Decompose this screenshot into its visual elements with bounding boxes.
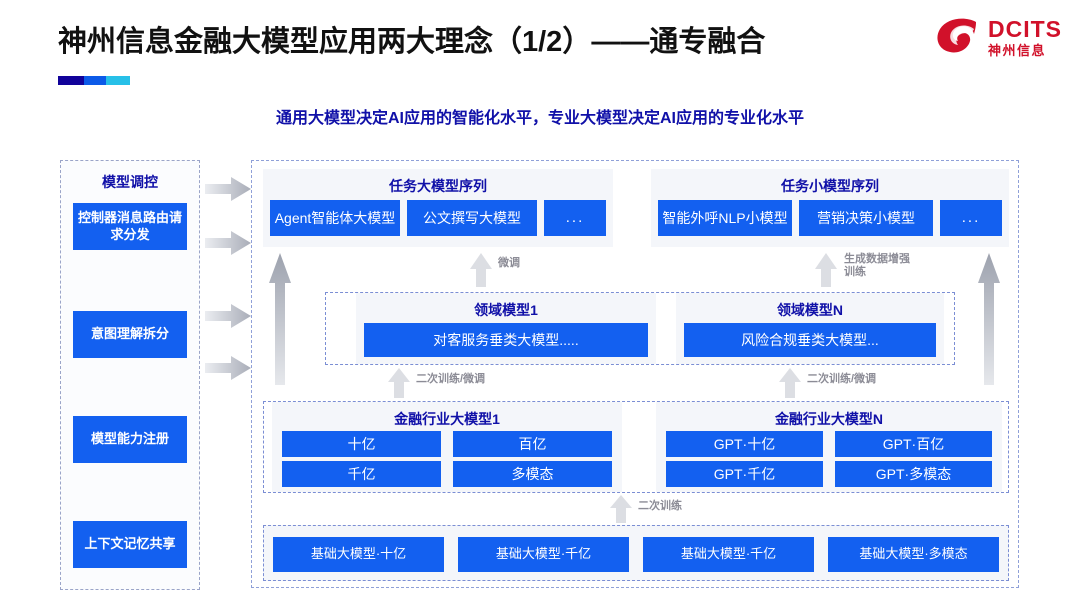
logo-text: DCITS 神州信息	[988, 15, 1062, 58]
control-item-intent-parsing[interactable]: 意图理解拆分	[73, 311, 187, 358]
domain-model-n-title: 领域模型N	[776, 302, 844, 318]
domain-model-n-item[interactable]: 风险合规垂类大模型...	[684, 323, 936, 357]
up-arrow-icon-finetune	[470, 253, 492, 287]
brand-logo: DCITS 神州信息	[935, 16, 1062, 58]
industry-1-chip-3[interactable]: 千亿	[282, 461, 441, 487]
domain-model-group: 领域模型1 对客服务垂类大模型..... 领域模型N 风险合规垂类大模型...	[325, 292, 955, 365]
page-subtitle: 通用大模型决定AI应用的智能化水平，专业大模型决定AI应用的专业化水平	[275, 110, 804, 127]
chip-outbound-nlp-small-model[interactable]: 智能外呼NLP小模型	[658, 200, 792, 236]
industry-model-1-grid: 十亿 百亿 千亿 多模态	[282, 431, 612, 487]
accent-segment-3	[105, 76, 130, 85]
industry-1-chip-2[interactable]: 百亿	[453, 431, 612, 457]
arrow-label-data-augment: 生成数据增强 训练	[844, 253, 910, 278]
arrow-label-finetune: 微调	[498, 257, 520, 269]
base-model-group: 基础大模型·十亿 基础大模型·千亿 基础大模型·千亿 基础大模型·多模态	[263, 525, 1009, 581]
base-model-chip-4[interactable]: 基础大模型·多模态	[828, 537, 999, 572]
task-small-model-sequence-title: 任务小模型序列	[781, 178, 879, 194]
accent-segment-2	[83, 76, 106, 85]
up-arrow-icon-left-tall	[269, 253, 291, 385]
up-arrow-icon-data-augment	[815, 253, 837, 287]
base-model-chip-2[interactable]: 基础大模型·千亿	[458, 537, 629, 572]
model-architecture-panel: 任务大模型序列 Agent智能体大模型 公文撰写大模型 ... 任务小模型序列 …	[251, 160, 1019, 588]
horizontal-arrow-group	[205, 160, 251, 588]
chip-more-large-models[interactable]: ...	[544, 200, 606, 236]
industry-model-n-title: 金融行业大模型N	[774, 411, 884, 427]
swirl-icon	[937, 18, 976, 53]
industry-1-chip-4[interactable]: 多模态	[453, 461, 612, 487]
up-arrow-icon-retrain	[610, 495, 632, 523]
task-large-model-sequence-title: 任务大模型序列	[389, 178, 487, 194]
domain-model-1-item[interactable]: 对客服务垂类大模型.....	[364, 323, 648, 357]
accent-bar	[58, 76, 130, 85]
page-title: 神州信息金融大模型应用两大理念（1/2）——通专融合	[58, 26, 766, 58]
arrow-label-retrain-finetune-left: 二次训练/微调	[416, 373, 486, 385]
task-small-model-chip-row: 智能外呼NLP小模型 营销决策小模型 ...	[658, 200, 1002, 236]
arrow-label-retrain: 二次训练	[638, 500, 682, 512]
chip-marketing-decision-small-model[interactable]: 营销决策小模型	[799, 200, 933, 236]
base-model-chip-3[interactable]: 基础大模型·千亿	[643, 537, 814, 572]
right-arrow-icon-3	[205, 304, 251, 328]
industry-n-chip-3[interactable]: GPT·千亿	[666, 461, 823, 487]
left-panel-title: 模型调控	[102, 174, 158, 190]
chip-document-writing-large-model[interactable]: 公文撰写大模型	[407, 200, 537, 236]
up-arrow-icon-retrain-finetune-right	[779, 368, 801, 398]
right-arrow-icon-1	[205, 177, 251, 201]
logo-cn: 神州信息	[988, 42, 1047, 58]
domain-model-n-card: 领域模型N 风险合规垂类大模型...	[676, 293, 944, 364]
chip-more-small-models[interactable]: ...	[940, 200, 1002, 236]
up-arrow-icon-right-tall	[978, 253, 1000, 385]
control-item-capability-registry[interactable]: 模型能力注册	[73, 416, 187, 463]
industry-model-1-title: 金融行业大模型1	[394, 411, 500, 427]
industry-model-1-card: 金融行业大模型1 十亿 百亿 千亿 多模态	[272, 402, 622, 492]
control-item-context-memory[interactable]: 上下文记忆共享	[73, 521, 187, 568]
task-large-model-chip-row: Agent智能体大模型 公文撰写大模型 ...	[270, 200, 606, 236]
task-large-model-sequence-card: 任务大模型序列 Agent智能体大模型 公文撰写大模型 ...	[263, 169, 613, 247]
chip-agent-large-model[interactable]: Agent智能体大模型	[270, 200, 400, 236]
right-arrow-icon-4	[205, 356, 251, 380]
right-arrow-icon-2	[205, 231, 251, 255]
base-model-chip-1[interactable]: 基础大模型·十亿	[273, 537, 444, 572]
domain-model-1-title: 领域模型1	[474, 302, 538, 318]
domain-model-1-card: 领域模型1 对客服务垂类大模型.....	[356, 293, 656, 364]
left-control-panel: 模型调控 控制器消息路由请求分发 意图理解拆分 模型能力注册 上下文记忆共享	[60, 160, 200, 590]
industry-n-chip-2[interactable]: GPT·百亿	[835, 431, 992, 457]
accent-segment-1	[58, 76, 84, 85]
industry-model-n-grid: GPT·十亿 GPT·百亿 GPT·千亿 GPT·多模态	[666, 431, 992, 487]
base-model-row: 基础大模型·十亿 基础大模型·千亿 基础大模型·千亿 基础大模型·多模态	[273, 537, 999, 572]
task-small-model-sequence-card: 任务小模型序列 智能外呼NLP小模型 营销决策小模型 ...	[651, 169, 1009, 247]
logo-en: DCITS	[988, 15, 1062, 42]
up-arrow-icon-retrain-finetune-left	[388, 368, 410, 398]
industry-model-n-card: 金融行业大模型N GPT·十亿 GPT·百亿 GPT·千亿 GPT·多模态	[656, 402, 1002, 492]
industry-n-chip-4[interactable]: GPT·多模态	[835, 461, 992, 487]
arrow-label-retrain-finetune-right: 二次训练/微调	[807, 373, 877, 385]
industry-1-chip-1[interactable]: 十亿	[282, 431, 441, 457]
control-item-message-routing[interactable]: 控制器消息路由请求分发	[73, 203, 187, 250]
industry-n-chip-1[interactable]: GPT·十亿	[666, 431, 823, 457]
industry-model-group: 金融行业大模型1 十亿 百亿 千亿 多模态 金融行业大模型N GPT·十亿 GP…	[263, 401, 1009, 493]
